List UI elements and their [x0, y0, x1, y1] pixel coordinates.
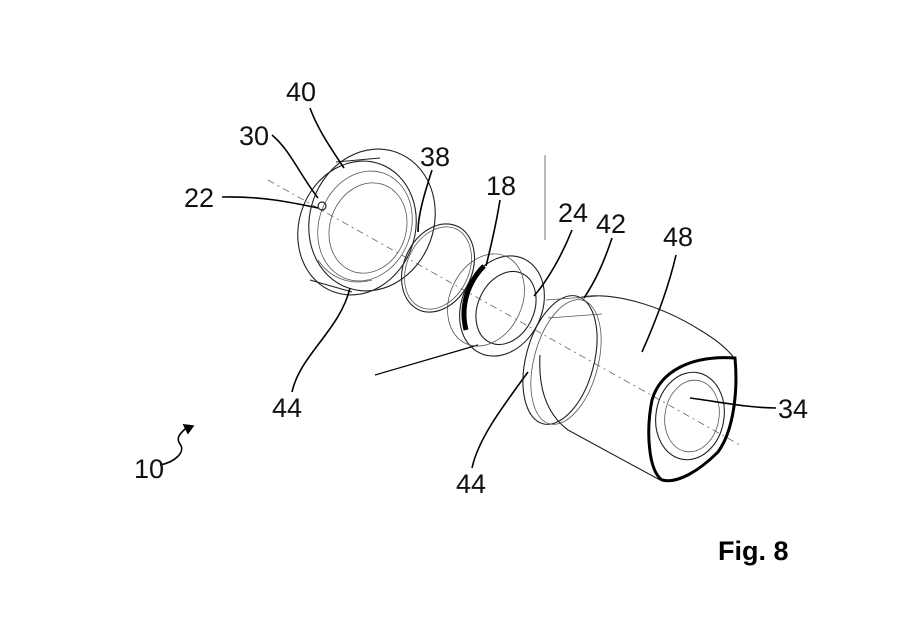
end-cap-part [297, 148, 436, 296]
ref-label-44-left: 44 [272, 393, 302, 423]
seal-ring-part [401, 223, 475, 313]
bearing-ring-part [447, 253, 545, 357]
figure-caption: Fig. 8 [718, 536, 789, 566]
leader-lines [159, 107, 777, 469]
ref-label-38: 38 [420, 142, 450, 172]
ref-label-30: 30 [239, 121, 269, 151]
ref-label-22: 22 [184, 183, 214, 213]
ref-label-18: 18 [486, 171, 516, 201]
ref-label-34: 34 [778, 394, 808, 424]
assembly-axis [267, 155, 741, 446]
ref-label-24: 24 [558, 198, 588, 228]
ref-label-48: 48 [663, 222, 693, 252]
cylinder-body-part [522, 295, 738, 483]
ref-label-10: 10 [134, 454, 164, 484]
ref-label-42: 42 [596, 209, 626, 239]
ref-label-44-right: 44 [456, 469, 486, 499]
ref-label-40: 40 [286, 77, 316, 107]
